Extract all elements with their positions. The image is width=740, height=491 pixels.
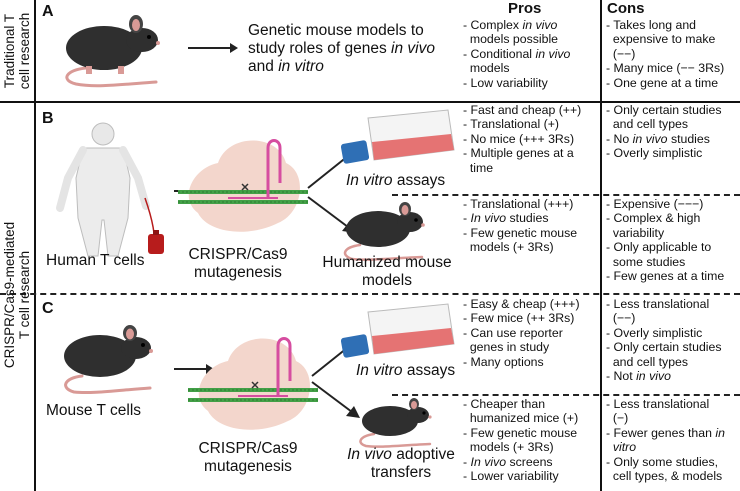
- panel-b-pros-bottom: - Translational (+++) - In vivo studies …: [463, 197, 578, 255]
- cons-header: Cons: [607, 0, 645, 17]
- blood-bag-icon: [148, 230, 164, 254]
- mouse-illustration-c-small: [359, 398, 432, 448]
- arrow-a: [188, 43, 238, 53]
- panel-b-source-label: Human T cells: [46, 252, 145, 269]
- panel-c-pros-bottom: - Cheaper than humanized mice (+) - Few …: [463, 397, 579, 484]
- panel-a-description: Genetic mouse models to study roles of g…: [248, 22, 435, 75]
- arrow-c-to-crispr: [174, 364, 214, 374]
- panel-c-split-divider: [392, 394, 740, 396]
- mouse-illustration-a: [65, 15, 160, 88]
- panel-b-cons-top: - Only certain studies and cell types - …: [606, 103, 722, 161]
- panel-a-letter: A: [42, 3, 54, 20]
- panel-b-pros-top: - Fast and cheap (++) - Translational (+…: [463, 103, 582, 175]
- side-label-traditional: Traditional T cell research: [2, 12, 32, 90]
- panel-c-source-label: Mouse T cells: [46, 402, 142, 419]
- panel-b-split-divider: [392, 194, 740, 196]
- panel-b-in-vitro-label: In vitro assays: [346, 172, 446, 189]
- panel-a-pros: - Complex in vivo models possible - Cond…: [463, 18, 571, 90]
- arrow-c-down: [311, 381, 360, 418]
- left-divider: [34, 0, 36, 491]
- panel-b-tool-label: CRISPR/Cas9 mutagenesis: [188, 246, 288, 281]
- culture-flask-illustration-c: [340, 303, 455, 358]
- panel-a-divider: [0, 101, 740, 103]
- panel-c-in-vitro-label: In vitro assays: [356, 362, 456, 379]
- panel-b-letter: B: [42, 110, 54, 127]
- panel-c-cons-top: - Less translational (−−) - Overly simpl…: [606, 297, 722, 384]
- crispr-cas9-illustration-b: [178, 139, 308, 232]
- pros-cons-divider: [600, 0, 602, 491]
- panel-b-c-divider: [0, 293, 740, 295]
- side-label-crispr: CRISPR/Cas9-mediated T cell research: [2, 221, 32, 369]
- crispr-cas9-illustration-c: [188, 337, 318, 430]
- culture-flask-illustration-b: [340, 109, 455, 164]
- panel-a-cons: - Takes long and expensive to make (−−) …: [606, 18, 725, 90]
- panel-c-tool-label: CRISPR/Cas9 mutagenesis: [198, 440, 298, 475]
- panel-b-humanized-label: Humanized mouse models: [322, 254, 452, 289]
- panel-b-cons-bottom: - Expensive (−−−) - Complex & high varia…: [606, 197, 725, 284]
- mouse-illustration-c: [64, 325, 153, 395]
- human-figure-illustration: [56, 122, 156, 257]
- pros-header: Pros: [508, 0, 542, 17]
- mouse-illustration-b: [343, 202, 425, 261]
- panel-c-letter: C: [42, 300, 54, 317]
- panel-c-adoptive-label: In vivo adoptive transfers: [347, 446, 455, 481]
- panel-c-cons-bottom: - Less translational (−) - Fewer genes t…: [606, 397, 725, 484]
- panel-c-pros-top: - Easy & cheap (+++) - Few mice (++ 3Rs)…: [463, 297, 580, 369]
